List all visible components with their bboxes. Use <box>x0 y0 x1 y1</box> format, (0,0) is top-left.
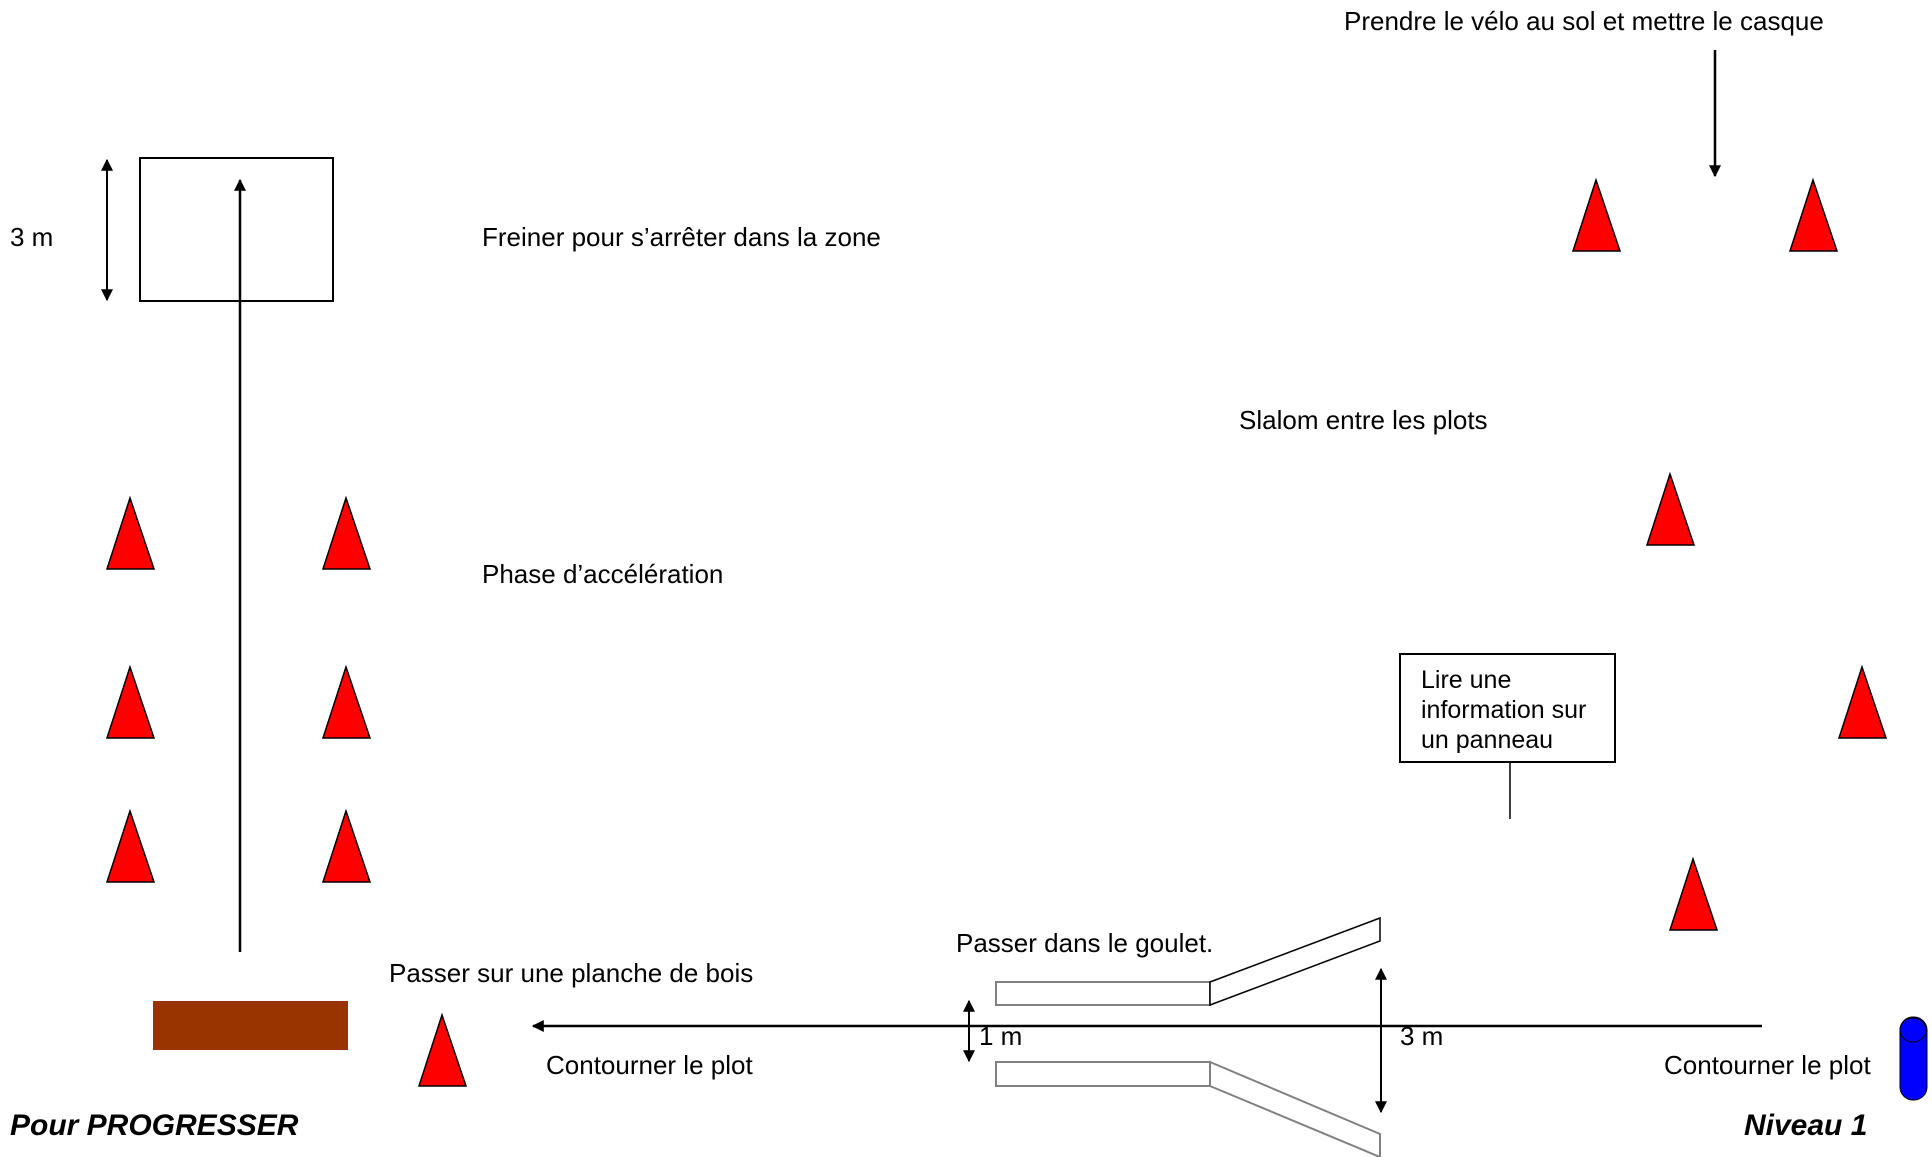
wooden-plank <box>153 1001 348 1050</box>
braking-instruction: Freiner pour s’arrêter dans la zone <box>482 222 881 252</box>
red-cone-icon <box>321 664 372 739</box>
red-cone-icon <box>105 664 156 739</box>
red-cone-icon <box>321 808 372 883</box>
red-cone-icon <box>1788 177 1839 252</box>
red-cone-icon <box>321 495 372 570</box>
around-plot-left: Contourner le plot <box>546 1050 753 1080</box>
red-cone-icon <box>1837 664 1888 739</box>
footer-level: Niveau 1 <box>1744 1109 1868 1142</box>
red-cone-icon <box>1645 471 1696 546</box>
braking-zone <box>139 157 334 302</box>
slalom-instruction: Slalom entre les plots <box>1239 405 1488 435</box>
sign-line-3: un panneau <box>1421 726 1554 754</box>
acceleration-instruction: Phase d’accélération <box>482 559 724 589</box>
goulet-1m-label: 1 m <box>979 1021 1023 1051</box>
blue-post-icon <box>1899 1016 1928 1101</box>
braking-zone-dimension: 3 m <box>10 222 54 252</box>
red-cone-icon <box>417 1012 468 1087</box>
red-cone-icon <box>1668 856 1719 931</box>
footer-title: Pour PROGRESSER <box>10 1109 299 1142</box>
sign-line-2: information sur <box>1421 696 1587 724</box>
goulet-3m-label: 3 m <box>1400 1021 1444 1051</box>
red-cone-icon <box>105 495 156 570</box>
red-cone-icon <box>1571 177 1622 252</box>
start-instruction: Prendre le vélo au sol et mettre le casq… <box>1344 6 1824 36</box>
goulet-instruction: Passer dans le goulet. <box>956 928 1214 958</box>
red-cone-icon <box>105 808 156 883</box>
info-sign: Lire une information sur un panneau <box>1399 653 1616 763</box>
goulet-funnel <box>995 916 1381 1157</box>
plank-instruction: Passer sur une planche de bois <box>389 958 754 988</box>
around-plot-right: Contourner le plot <box>1664 1050 1871 1080</box>
sign-line-1: Lire une <box>1421 666 1512 694</box>
